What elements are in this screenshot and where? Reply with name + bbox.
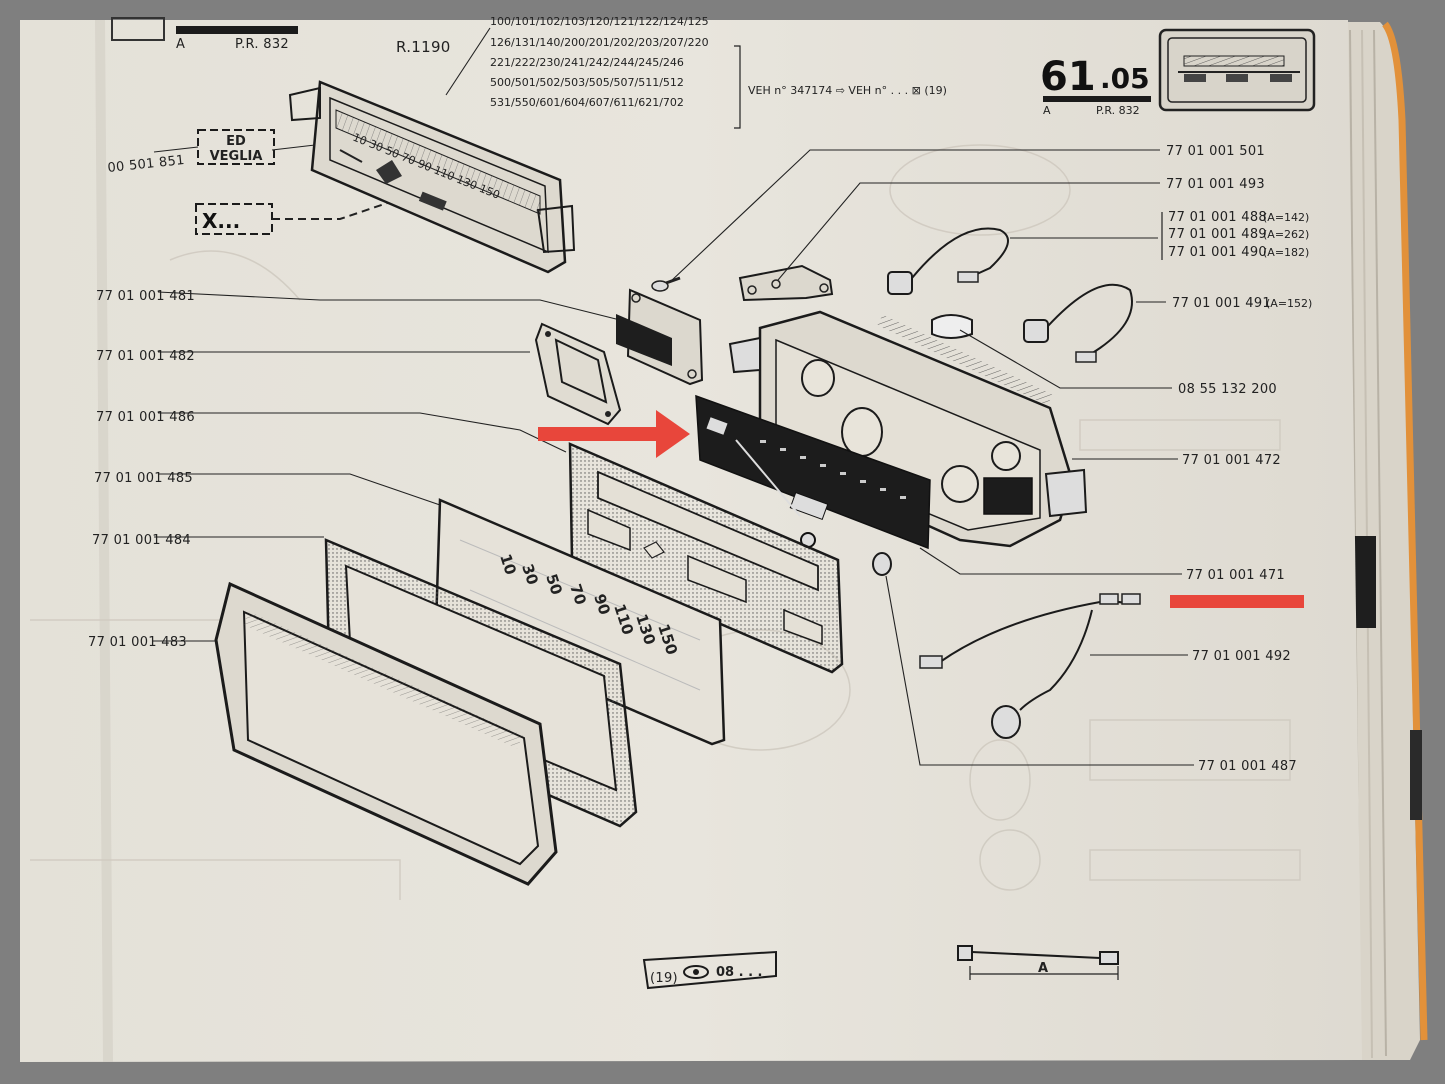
highlight-arrow — [538, 410, 690, 458]
part-label: 77 01 001 493 — [1166, 177, 1265, 192]
part-label: 77 01 001 484 — [92, 533, 191, 548]
eye-icon — [683, 965, 709, 979]
part-label: 77 01 001 483 — [88, 635, 187, 650]
cable-dimension-diagram: A — [957, 945, 1119, 980]
part-label: 77 01 001 472 — [1182, 453, 1281, 468]
part-bracket-493 — [738, 264, 834, 302]
part-dial-face-486 — [568, 442, 844, 674]
veh-range: VEH n° 347174 ⇨ VEH n° . . . ⊠ (19) — [748, 84, 947, 97]
part-screw-501 — [651, 276, 681, 292]
part-harness-492 — [919, 593, 1141, 739]
ref-mid: R.1190 — [396, 38, 451, 56]
pr-right: P.R. 832 — [1096, 104, 1140, 117]
right-part-labels: 77 01 001 501 77 01 001 493 77 01 001 48… — [669, 144, 1312, 774]
speedo-number: 30 — [518, 562, 542, 587]
brand-line-ed: ED — [226, 134, 246, 149]
speedo-number: 10 — [496, 552, 520, 577]
part-gasket-482 — [534, 322, 622, 426]
part-label: 77 01 001 501 — [1166, 144, 1265, 159]
header-right: 61 .05 A P.R. 832 — [1040, 28, 1316, 117]
part-label: 77 01 001 485 — [94, 471, 193, 486]
part-label: 77 01 001 490 — [1168, 245, 1267, 260]
part-label: 77 01 001 486 — [96, 410, 195, 425]
x-box-label: X... — [202, 209, 240, 233]
brand-line-veglia: VEGLIA — [210, 149, 263, 164]
cable-dim-label: A — [1038, 961, 1048, 976]
page-number-main: 61 — [1040, 54, 1096, 100]
part-note: (A=142) — [1263, 211, 1309, 224]
footer-reference: (19) 08 . . . — [642, 950, 777, 990]
part-label: 08 55 132 200 — [1178, 382, 1277, 397]
part-bulb-holders — [887, 227, 1133, 363]
part-bracket-481 — [616, 288, 704, 386]
part-label: 77 01 001 489 — [1168, 227, 1267, 242]
ref-right: A — [1043, 104, 1051, 117]
part-bushing-487 — [872, 552, 892, 576]
brand-box: ED VEGLIA — [197, 129, 275, 165]
part-label: 77 01 001 488 — [1168, 210, 1267, 225]
pr-left: P.R. 832 — [235, 37, 289, 52]
header-left: A P.R. 832 R.1190 — [111, 17, 491, 96]
left-part-labels: 00 501 851 77 01 001 481 77 01 001 482 7… — [88, 153, 621, 650]
assembled-cluster-drawing: 10 30 50 70 90 110 130 150 — [153, 80, 576, 274]
vehicle-code-line: 126/131/140/200/201/202/203/207/220 — [490, 36, 709, 49]
vehicle-code-line: 531/550/601/604/607/611/621/702 — [490, 96, 684, 109]
part-label: 77 01 001 481 — [96, 289, 195, 304]
part-circuit-board-471 — [695, 394, 1033, 550]
part-note: (A=182) — [1263, 246, 1309, 259]
highlight-underline — [1170, 595, 1304, 608]
part-note: (A=152) — [1266, 297, 1312, 310]
part-label: 77 01 001 491 — [1172, 296, 1271, 311]
ref-left: A — [176, 37, 185, 52]
instrument-thumbnail-icon — [1158, 28, 1316, 112]
vehicle-codes-block: 100/101/102/103/120/121/122/124/125 126/… — [490, 15, 947, 129]
part-label: 77 01 001 492 — [1192, 649, 1291, 664]
part-glass-485: 10 30 50 70 90 110 130 150 — [434, 498, 726, 746]
x-box: X... — [195, 191, 421, 235]
vehicle-code-line: 500/501/502/503/505/507/511/512 — [490, 76, 684, 89]
speedo-number: 70 — [566, 582, 590, 607]
vehicle-code-line: 221/222/230/241/242/244/245/246 — [490, 56, 684, 69]
part-label: 77 01 001 482 — [96, 349, 195, 364]
part-note: (A=262) — [1263, 228, 1309, 241]
footer-ref-code: (19) — [650, 971, 678, 986]
show-through-ghosts — [30, 144, 1301, 900]
speedo-number: 90 — [590, 592, 614, 617]
vehicle-code-line: 100/101/102/103/120/121/122/124/125 — [490, 15, 709, 28]
book-edge — [1340, 21, 1428, 1060]
part-bezel-483 — [214, 581, 558, 886]
part-label: 77 01 001 471 — [1186, 568, 1285, 583]
page-number-sub: .05 — [1100, 62, 1150, 95]
speedo-number: 50 — [542, 572, 566, 597]
part-label: 77 01 001 487 — [1198, 759, 1297, 774]
footer-eye-text: 08 . . . — [716, 965, 762, 980]
